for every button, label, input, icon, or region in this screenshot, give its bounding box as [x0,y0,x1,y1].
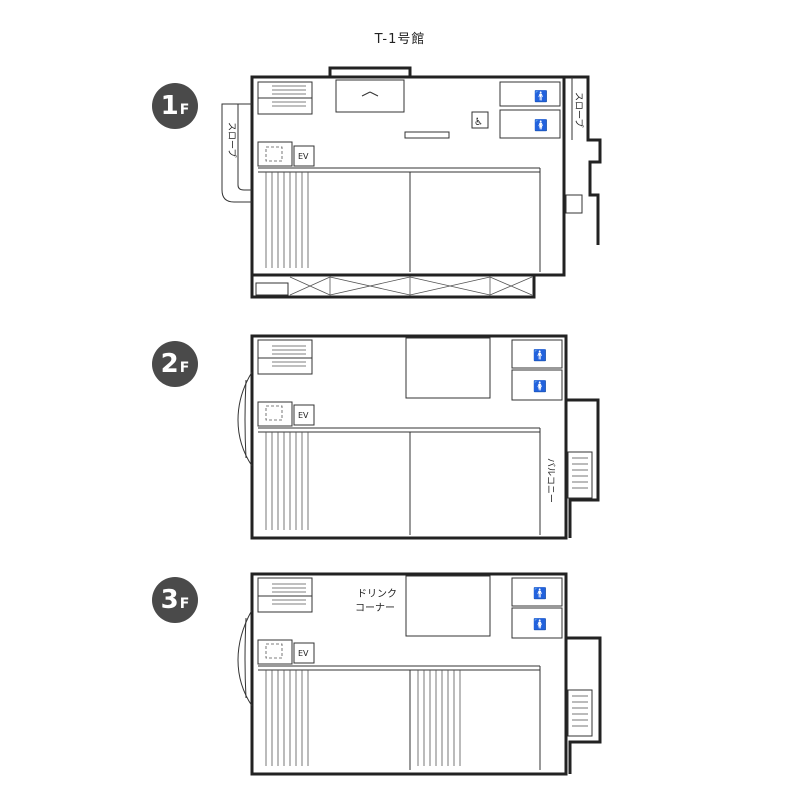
balcony-2f: バルコニー [545,451,593,503]
stairs-3f-right [567,689,593,737]
svg-text:コーナー: コーナー [355,602,395,614]
building-title: T-1号館 [374,32,426,47]
floor-plan-2f: EV 🚹 🚺 バルコニー [237,334,600,540]
slope-right: スロープ [571,77,584,140]
seating-rows-2f [265,432,309,530]
restrooms-1f: 🚹 🚺 ♿ [471,81,561,139]
floor-plan-3f: ドリンク コーナー EV 🚹 🚺 [237,572,602,776]
seating-rows-3f-left [265,670,309,766]
svg-text:バルコニー: バルコニー [545,458,556,503]
floor-plan-1f: スロープ スロープ EV 🚹 [221,66,602,299]
seating-rows-1f [265,172,309,268]
restroom-male-icon: 🚹 [533,587,547,600]
covered-walkway-1f [289,276,533,296]
slope-left: スロープ [221,103,252,203]
restroom-male-icon: 🚹 [534,90,548,103]
elevator-label-2f: EV [298,411,309,420]
restroom-female-icon: 🚺 [533,618,547,631]
svg-text:スロープ: スロープ [573,92,584,127]
restroom-male-icon: 🚹 [533,349,547,362]
restroom-female-icon: 🚺 [533,380,547,393]
restrooms-3f: 🚹 🚺 [511,577,563,639]
drink-corner: ドリンク コーナー [355,588,397,614]
stairs-1f-top [257,81,313,115]
elevator-label-3f: EV [298,649,309,658]
stairs-3f [257,577,313,613]
svg-text:ドリンク: ドリンク [357,588,397,600]
elevator-label-1f: EV [298,152,309,161]
wheelchair-icon: ♿ [474,117,483,128]
restroom-female-icon: 🚺 [534,119,548,132]
stairs-2f [257,339,313,375]
svg-text:スロープ: スロープ [226,122,237,157]
restrooms-2f: 🚹 🚺 [511,339,563,401]
seating-rows-3f-right [417,670,461,766]
